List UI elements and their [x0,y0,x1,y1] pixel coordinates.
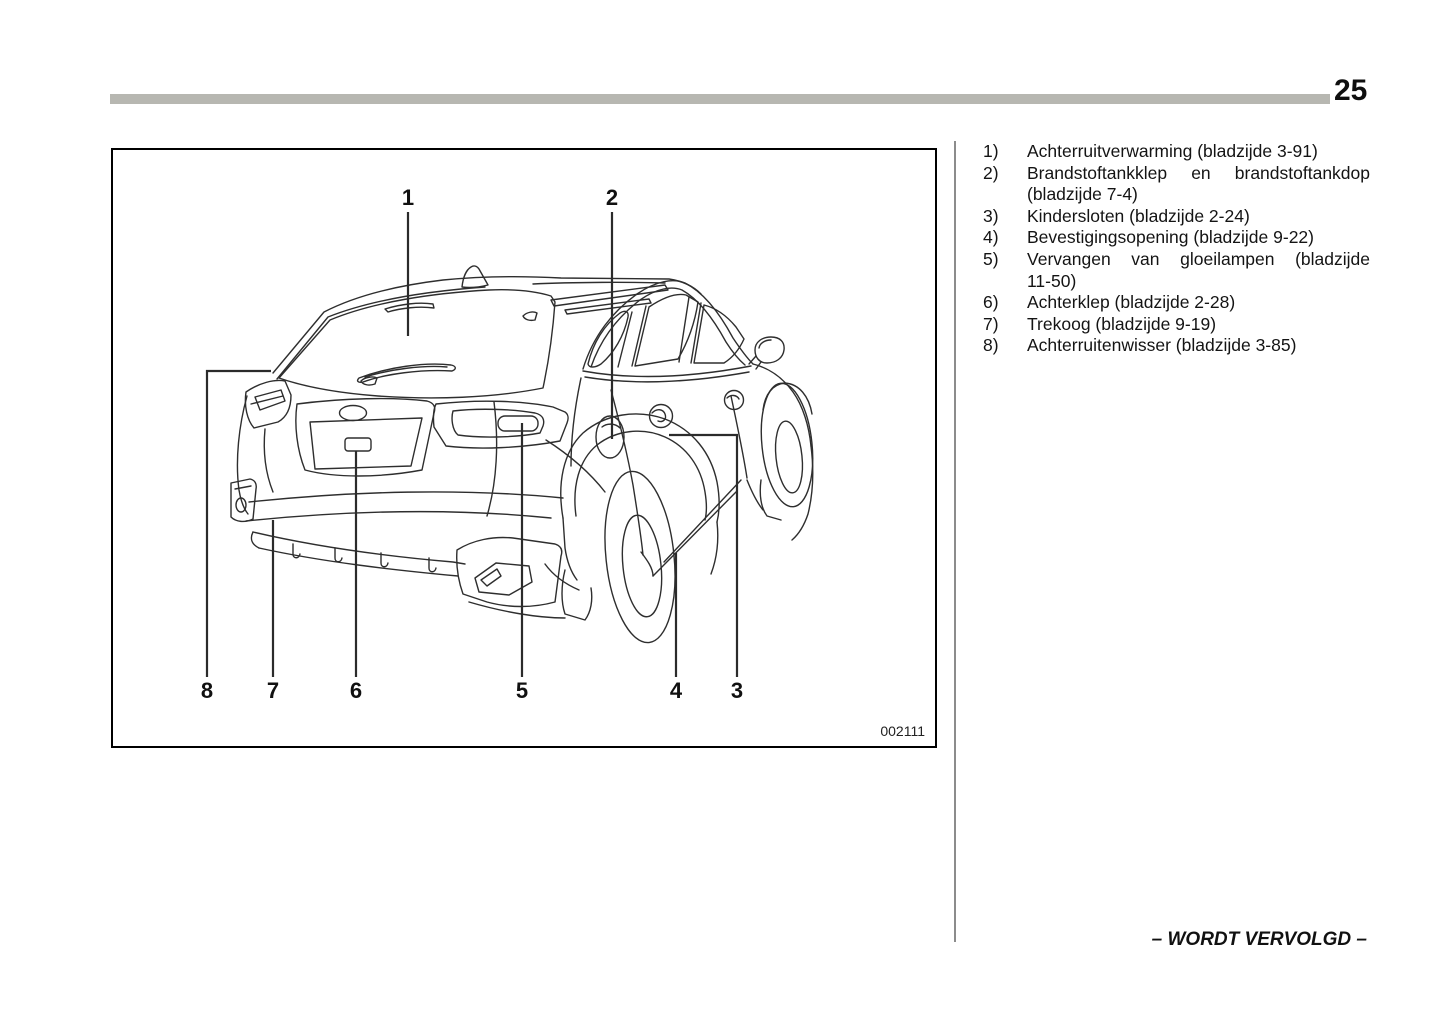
item-text: Bevestigingsopening (bladzijde 9-22) [1027,227,1314,248]
item-number: 8) [983,335,999,356]
continued-note: – WORDT VERVOLGD – [1151,929,1367,950]
callout-number-8: 8 [201,678,213,703]
callout-number-7: 7 [267,678,279,703]
figure-box: 1 2 8 7 6 5 4 3 002111 [111,148,937,748]
callout-number-6: 6 [350,678,362,703]
list-item: 4) Bevestigingsopening (bladzijde 9-22) [983,227,1375,249]
list-item: 1) Achterruitverwarming (bladzijde 3-91) [983,141,1375,163]
callout-number-3: 3 [731,678,743,703]
item-number: 3) [983,205,999,226]
item-number: 7) [983,313,999,334]
item-text: Achterruitverwarming (bladzijde 3-91) [1027,141,1318,161]
side-windows [582,280,754,383]
doors-and-quarter [570,377,748,556]
tailgate-handle-button [344,437,372,452]
callout-line-3 [669,433,739,677]
roof-rails [522,284,669,322]
header-rule-bar [110,94,1330,104]
item-text: Achterruitenwisser (bladzijde 3-85) [1027,335,1297,356]
item-text: Achterklep (bladzijde 2-28) [1027,292,1236,313]
right-taillight [432,400,569,449]
column-divider [954,141,956,942]
rear-mud-flap [561,569,593,621]
fuel-filler-door [595,415,625,459]
item-text: Kindersloten (bladzijde 2-24) [1027,205,1250,226]
item-text: (bladzijde 7-4) [1027,184,1138,205]
vehicle-rear-diagram: 1 2 8 7 6 5 4 3 002111 [201,185,925,739]
list-item: 8) Achterruitenwisser (bladzijde 3-85) [983,335,1375,357]
callout-number-5: 5 [516,678,528,703]
spoiler-brake-light [384,302,435,313]
brand-logo-oval [338,404,368,422]
door-lock-front [723,389,745,411]
list-item: 3) Kindersloten (bladzijde 2-24) [983,206,1375,228]
callout-numbers: 1 2 8 7 6 5 4 3 [201,185,743,703]
roof-and-spoiler [272,276,702,380]
list-item: 6) Achterklep (bladzijde 2-28) [983,292,1375,314]
item-number: 2) [983,162,999,183]
license-plate-recess [295,397,436,477]
front-wheel [746,363,814,541]
tow-hook-cover [456,536,566,619]
front-mud-flap [759,479,782,521]
rear-wiper [356,363,456,386]
page-number: 25 [1334,74,1368,107]
left-reflector [230,478,257,523]
item-text: Vervangen van gloeilampen (bladzijde [1027,248,1370,269]
item-number: 1) [983,141,999,161]
door-lock-rear [648,403,674,429]
callout-number-1: 1 [402,185,414,210]
item-text: Trekoog (bladzijde 9-19) [1027,313,1217,334]
skid-plate [250,531,466,577]
item-text: 11-50) [1027,270,1077,291]
left-taillight [236,379,292,515]
legend-list: 1) Achterruitverwarming (bladzijde 3-91)… [983,141,1375,357]
list-item: 7) Trekoog (bladzijde 9-19) [983,314,1375,336]
item-number: 4) [983,227,999,248]
rear-window [278,289,556,399]
figure-code: 002111 [880,723,925,739]
list-item: 2) Brandstoftankklep en brandstoftankdop… [983,163,1375,206]
callout-number-4: 4 [670,678,683,703]
list-item: 5) Vervangen van gloeilampen (bladzijde … [983,249,1375,292]
callout-number-2: 2 [606,185,618,210]
antenna-fin [461,265,489,289]
item-text: Brandstoftankklep en brandstoftankdop [1027,162,1370,183]
rocker-sill [640,479,742,577]
rear-bumper [245,401,606,522]
callout-line-8 [205,369,271,677]
item-number: 6) [983,292,999,313]
item-number: 5) [983,248,999,269]
callout-lines [205,212,739,677]
